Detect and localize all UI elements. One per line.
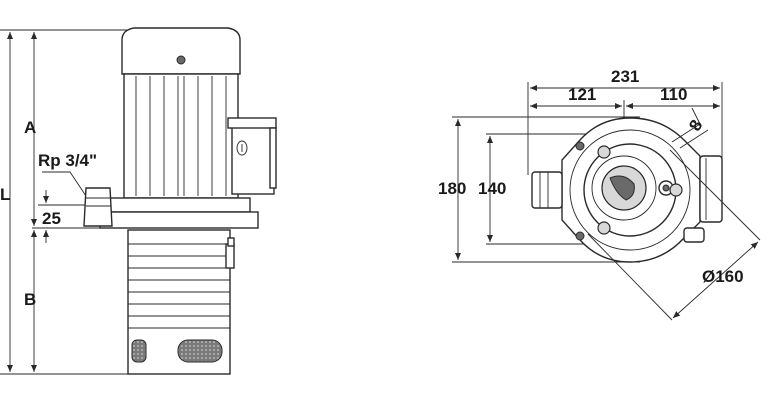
suction-strainer-right xyxy=(177,339,223,363)
dimension-180: 180 xyxy=(438,116,640,263)
bolt-hole-icon xyxy=(597,221,611,235)
dimension-L: L xyxy=(0,29,140,375)
motor-top-cap xyxy=(121,27,241,75)
drain-plug xyxy=(225,243,235,269)
terminal-box-top xyxy=(683,155,723,243)
label-231: 231 xyxy=(611,67,639,86)
dimension-140: 140 xyxy=(478,133,600,245)
dimension-25: 25 xyxy=(38,190,86,243)
pcd-circle xyxy=(569,129,691,251)
label-140: 140 xyxy=(478,179,506,198)
terminal-box xyxy=(227,117,277,195)
motor-body xyxy=(123,73,239,199)
dimension-160: Ø160 xyxy=(587,149,761,321)
pump-stage-lines xyxy=(128,243,230,329)
side-view: L A B Rp 3/4" 25 xyxy=(0,27,277,375)
motor-cooling-fins xyxy=(135,76,227,196)
label-A: A xyxy=(24,118,36,137)
label-121: 121 xyxy=(568,85,596,104)
top-view: 231 121 110 180 140 xyxy=(438,67,761,321)
bolt-holes xyxy=(575,141,683,241)
shaft-bore-outer xyxy=(591,155,657,221)
label-180: 180 xyxy=(438,179,466,198)
motor-base-flange xyxy=(107,197,251,213)
dimension-231: 231 xyxy=(527,67,723,175)
label-B: B xyxy=(24,290,36,309)
cable-gland-icon xyxy=(236,140,248,156)
bolt-hole-icon xyxy=(669,183,683,197)
label-L: L xyxy=(0,185,10,204)
bolt-hole-icon xyxy=(575,141,585,151)
label-110: 110 xyxy=(660,85,687,104)
bolt-hole-icon xyxy=(575,231,585,241)
outlet-port-top xyxy=(531,171,563,209)
suction-strainer-left xyxy=(131,339,147,363)
rp-thread-label: Rp 3/4" xyxy=(38,151,97,197)
mounting-plate xyxy=(99,211,259,229)
impeller-vane-icon xyxy=(609,175,635,201)
dimension-110: 110 xyxy=(626,85,720,109)
label-25: 25 xyxy=(42,209,61,228)
label-rp: Rp 3/4" xyxy=(38,151,97,170)
label-160: Ø160 xyxy=(702,267,744,286)
bolt-hole-icon xyxy=(597,145,611,159)
outlet-port xyxy=(83,187,113,227)
dimension-B: B xyxy=(24,230,37,372)
lifting-eye-icon xyxy=(176,55,186,65)
